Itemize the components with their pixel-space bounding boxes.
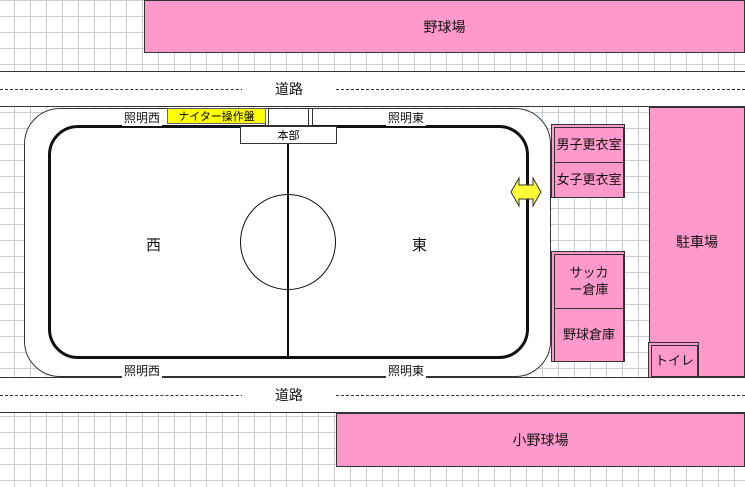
small-baseball-field-label: 小野球場	[512, 433, 569, 449]
night-game-panel: ナイター操作盤	[167, 108, 266, 124]
road-top-centerline	[0, 89, 745, 90]
west-side-label: 西	[146, 234, 161, 255]
parking-lot: 駐車場	[649, 107, 745, 377]
west-text: 西	[146, 236, 162, 254]
road-bottom-label: 道路	[242, 384, 336, 406]
lights-east-bottom-text: 照明東	[388, 364, 425, 378]
entrance-arrow-shape	[510, 176, 542, 208]
lights-east-bottom: 照明東	[386, 362, 427, 379]
east-side-label: 東	[412, 234, 427, 255]
center-circle	[240, 194, 336, 290]
soccer-storage: サッカー倉庫	[554, 254, 624, 309]
east-text: 東	[412, 236, 428, 254]
lights-west-bottom-text: 照明西	[124, 364, 161, 378]
road-top-label: 道路	[242, 78, 336, 100]
road-bottom-centerline	[0, 395, 745, 396]
womens-changing-room-label: 女子更衣室	[556, 172, 622, 188]
toilet: トイレ	[648, 342, 699, 378]
baseball-field: 野球場	[144, 0, 745, 53]
road-top-text: 道路	[275, 82, 303, 98]
small-baseball-field: 小野球場	[336, 413, 745, 467]
changing-rooms: 男子更衣室 女子更衣室	[551, 124, 625, 198]
toilet-label: トイレ	[654, 353, 694, 369]
baseball-field-label: 野球場	[423, 19, 466, 36]
toilet-inner: トイレ	[651, 345, 698, 377]
lights-west-top-text: 照明西	[124, 111, 161, 125]
soccer-storage-label: サッカー倉庫	[569, 265, 609, 298]
headquarters-gate-inner	[268, 109, 309, 125]
storage-buildings: サッカー倉庫 野球倉庫	[551, 251, 625, 362]
baseball-storage: 野球倉庫	[554, 309, 624, 362]
mens-changing-room-label: 男子更衣室	[556, 137, 622, 153]
night-game-panel-label: ナイター操作盤	[178, 110, 255, 123]
mens-changing-room: 男子更衣室	[554, 127, 624, 163]
lights-west-bottom: 照明西	[122, 362, 163, 379]
headquarters: 本部	[240, 126, 337, 144]
womens-changing-room: 女子更衣室	[554, 163, 624, 198]
lights-east-top-text: 照明東	[388, 111, 425, 125]
baseball-storage-label: 野球倉庫	[562, 327, 615, 343]
lights-east-top: 照明東	[386, 109, 427, 126]
road-bottom-text: 道路	[275, 388, 303, 404]
headquarters-label: 本部	[277, 129, 300, 142]
lights-west-top: 照明西	[122, 109, 163, 126]
entrance-arrow-icon	[510, 176, 542, 208]
parking-label: 駐車場	[676, 235, 718, 251]
